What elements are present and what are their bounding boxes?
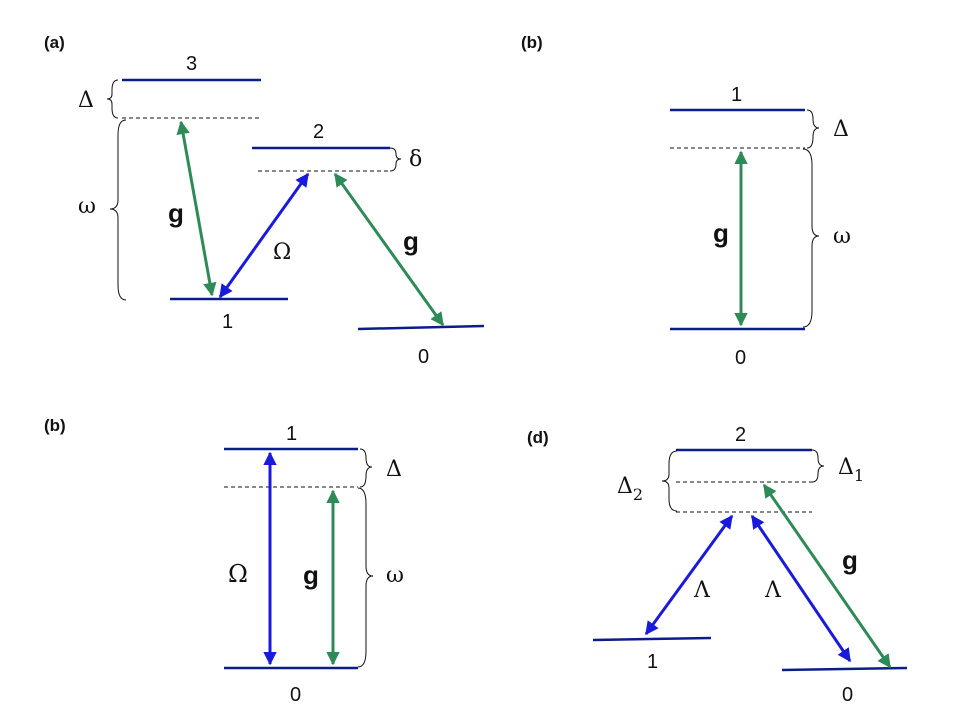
g-right-label: g xyxy=(403,226,419,256)
level-0-label: 0 xyxy=(735,347,746,369)
panel-b-top: (b) 1 Δ ω 0 g xyxy=(521,33,851,369)
delta-label: Δ xyxy=(386,457,402,482)
g-label: g xyxy=(842,545,858,575)
level-0-label: 0 xyxy=(290,684,301,706)
panel-d-tag: (d) xyxy=(527,428,549,447)
panel-b-bottom: (b) 1 Δ ω 0 Ω g xyxy=(44,416,404,706)
omega-label: ω xyxy=(833,224,851,249)
delta-brace xyxy=(806,109,820,149)
level-1-line xyxy=(592,636,712,642)
level-0-line xyxy=(357,324,485,331)
lambda-arrow-left xyxy=(644,514,734,636)
panel-a: (a) 3 Δ ω 2 δ 1 0 g Ω g xyxy=(44,33,485,368)
omega-label: ω xyxy=(78,194,96,219)
g-label: g xyxy=(713,218,729,248)
g-arrow-1-3 xyxy=(176,120,217,297)
delta-label: Δ xyxy=(78,88,94,113)
g-arrow-0-2 xyxy=(333,172,445,327)
delta-brace xyxy=(106,79,119,119)
omega-brace xyxy=(802,148,820,328)
delta-1-label: Δ1 xyxy=(838,455,864,485)
omega-coupling-label: Ω xyxy=(228,560,248,588)
g-left-label: g xyxy=(168,198,184,228)
g-arrow xyxy=(762,483,892,669)
omega-coupling-label: Ω xyxy=(273,240,291,265)
delta-1-brace xyxy=(811,449,825,483)
delta-2-brace xyxy=(661,450,678,512)
level-0-line xyxy=(781,666,908,672)
lambda-right-label: Λ xyxy=(764,578,782,603)
level-2-label: 2 xyxy=(735,424,746,446)
level-2-label: 2 xyxy=(313,121,324,143)
delta-label: Δ xyxy=(833,117,849,142)
small-delta-brace xyxy=(389,147,402,172)
lambda-left-label: Λ xyxy=(693,578,711,603)
panel-a-tag: (a) xyxy=(44,33,65,52)
panel-b-top-tag: (b) xyxy=(521,33,543,52)
level-1-label: 1 xyxy=(222,311,233,333)
omega-brace xyxy=(357,487,374,668)
panel-d: (d) 2 Δ2 Δ1 1 0 Λ Λ g xyxy=(527,424,908,706)
level-1-label: 1 xyxy=(731,84,742,106)
level-0-label: 0 xyxy=(842,684,853,706)
level-1-label: 1 xyxy=(286,423,297,445)
omega-brace xyxy=(109,119,127,301)
g-label: g xyxy=(303,560,319,590)
delta-brace xyxy=(359,448,373,488)
omega-arrow-1-2 xyxy=(218,172,310,299)
level-1-label: 1 xyxy=(647,651,658,673)
level-0-label: 0 xyxy=(418,346,429,368)
delta-2-label: Δ2 xyxy=(617,474,643,504)
small-delta-label: δ xyxy=(409,147,422,172)
level-3-label: 3 xyxy=(186,53,197,75)
panel-b-bottom-tag: (b) xyxy=(44,416,66,435)
omega-label: ω xyxy=(386,563,404,588)
